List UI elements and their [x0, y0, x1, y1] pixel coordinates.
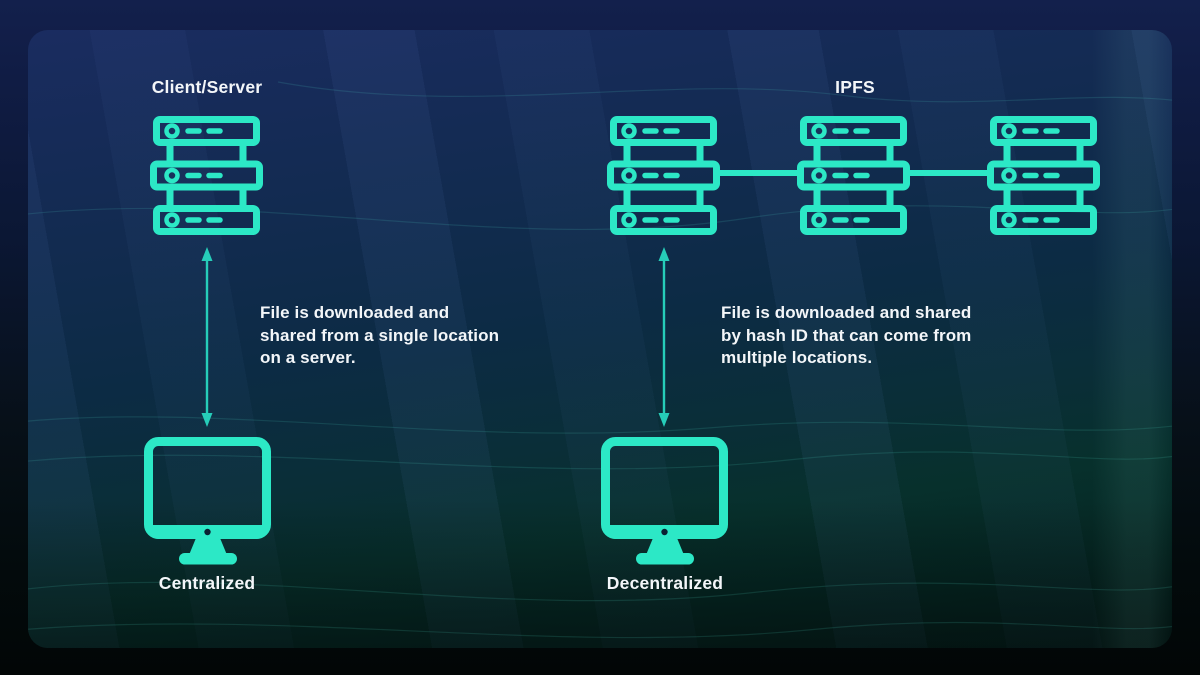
client-server-description: File is downloaded and shared from a sin… — [260, 303, 500, 367]
monitor-icon — [144, 437, 271, 565]
ipfs-description: File is downloaded and shared by hash ID… — [721, 303, 972, 367]
ipfs-title: IPFS — [835, 77, 875, 97]
ipfs-server-stack-icon-1 — [607, 116, 720, 235]
connector-line — [905, 170, 991, 176]
decentralized-label: Decentralized — [606, 573, 724, 593]
connector-line — [715, 170, 801, 176]
ipfs-server-stack-icon-3 — [987, 116, 1100, 235]
client-server-title: Client/Server — [151, 77, 263, 97]
centralized-label: Centralized — [158, 573, 256, 593]
double-arrow-icon — [199, 247, 215, 427]
server-stack-icon — [150, 116, 263, 235]
double-arrow-icon — [656, 247, 672, 427]
ipfs-server-stack-icon-2 — [797, 116, 910, 235]
monitor-icon — [601, 437, 728, 565]
